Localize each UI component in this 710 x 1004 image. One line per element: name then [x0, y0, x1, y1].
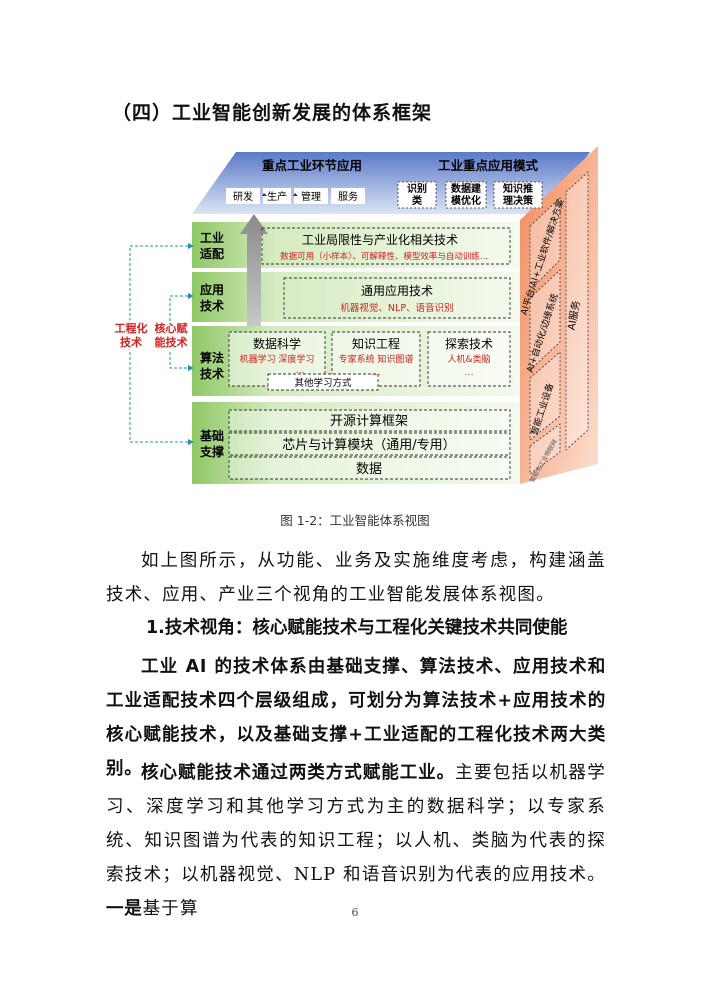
algo-box-title: 数据科学 — [253, 336, 301, 351]
paragraph-3-tail: 基于算 — [142, 899, 199, 919]
algo-box-title: 知识工程 — [352, 336, 400, 351]
core-tech-label: 能技术 — [155, 335, 188, 349]
top-right-item: 理决策 — [503, 194, 534, 207]
layer-label: 技术 — [200, 366, 224, 381]
top-left-item: 生产 — [267, 190, 287, 203]
layer-title: 工业局限性与产业化相关技术 — [302, 233, 458, 247]
layer-label: 适配 — [200, 246, 224, 261]
foundation-row: 芯片与计算模块（通用/专用） — [282, 438, 455, 453]
top-left-item: 服务 — [338, 190, 358, 203]
foundation-row: 数据 — [356, 462, 382, 477]
figure-caption: 图 1-2：工业智能体系视图 — [280, 513, 430, 528]
paragraph-1: 如上图所示，从功能、业务及实施维度考虑，构建涵盖技术、应用、产业三个视角的工业智… — [106, 551, 606, 605]
engineering-tech-label: 技术 — [120, 335, 142, 349]
paragraph-3-tail-bold: 一是 — [106, 899, 143, 919]
layer-label: 工业 — [200, 230, 224, 245]
layer-title: 通用应用技术 — [361, 283, 433, 298]
top-right-item: 知识推 — [502, 182, 533, 195]
engineering-tech-label: 工程化 — [115, 321, 148, 335]
layer-subtitle: 数据可用（小样本）、可解释性、模型效率与自动训练... — [280, 251, 488, 262]
paragraph-3: 核心赋能技术通过两类方式赋能工业。主要包括以机器学习、深度学习和其他学习方式为主… — [106, 756, 606, 926]
top-left-title: 重点工业环节应用 — [262, 158, 362, 173]
algo-box-subtitle: 专家系统 知识图谱 — [339, 353, 414, 365]
top-right-item: 识别 — [407, 182, 427, 195]
sub-heading: 1.技术视角：核心赋能技术与工程化关键技术共同使能 — [146, 618, 568, 638]
layer-application-tech — [192, 272, 520, 322]
side-panel — [520, 146, 598, 484]
section-heading: （四）工业智能创新发展的体系框架 — [112, 102, 433, 124]
paragraph-2: 工业 AI 的技术体系由基础支撑、算法技术、应用技术和工业适配技术四个层级组成，… — [106, 657, 606, 779]
top-right-item: 数据建 — [451, 182, 482, 195]
paragraph-3-lead: 核心赋能技术通过两类方式赋能工业。 — [141, 763, 456, 783]
layer-label: 技术 — [200, 298, 224, 313]
layer-foundation — [192, 402, 520, 484]
layer-label: 应用 — [200, 282, 224, 297]
up-arrow-icon — [240, 214, 268, 326]
algo-box-subtitle: 人机&类脑 — [447, 353, 490, 365]
page-number: 6 — [351, 906, 359, 919]
layer-label: 基础 — [199, 428, 224, 443]
algo-box-dots: … — [465, 368, 474, 378]
top-left-item: 研发 — [233, 190, 253, 203]
top-right-title: 工业重点应用模式 — [438, 158, 539, 173]
algo-box-subtitle: 机器学习 深度学习 — [240, 353, 315, 365]
top-right-item: 模优化 — [451, 194, 481, 207]
layer-subtitle: 机器视觉、NLP、语音识别 — [340, 302, 453, 314]
layer-label: 算法 — [200, 350, 224, 365]
top-right-item: 类 — [412, 194, 422, 207]
algo-box-title: 探索技术 — [445, 337, 493, 351]
paragraph-3-body: 主要包括以机器学习、深度学习和其他学习方式为主的数据科学；以专家系统、知识图谱为… — [106, 763, 606, 885]
foundation-row: 开源计算框架 — [330, 414, 408, 429]
layer-label: 支撑 — [199, 444, 224, 459]
top-left-item: 管理 — [301, 190, 321, 203]
algo-box-dots: … — [296, 366, 305, 376]
core-tech-label: 核心赋 — [155, 321, 188, 335]
framework-diagram: 研发 生产 管理 服务 识别 类 数据建 模优化 知识推 理决策 重点工业环节应… — [115, 146, 598, 484]
algo-box-dots: … — [372, 368, 381, 378]
algo-extra: 其他学习方式 — [294, 377, 352, 389]
